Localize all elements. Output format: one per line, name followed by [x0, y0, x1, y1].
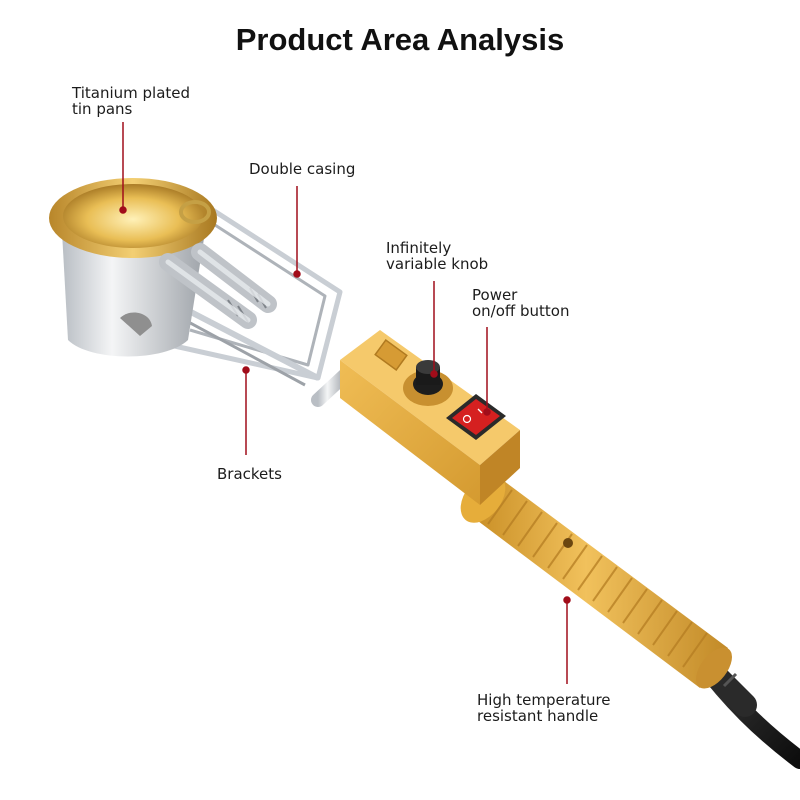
label-handle-line-2: resistant handle	[477, 707, 599, 725]
leader-knob	[430, 281, 438, 378]
label-tin-pans-line-1: Titanium plated	[72, 84, 191, 102]
label-power-button-line-2: on/off button	[472, 302, 570, 320]
label-knob-line-1: Infinitely	[386, 239, 452, 257]
label-knob-line-2: variable knob	[386, 255, 489, 273]
leader-tin-pans	[119, 122, 127, 214]
label-handle: High temperature resistant handle	[477, 692, 611, 724]
page-title: Product Area Analysis	[235, 22, 565, 57]
label-knob: Infinitely variable knob	[386, 240, 488, 272]
label-handle-line-1: High temperature	[477, 691, 611, 709]
leader-lines	[119, 122, 571, 684]
leader-double-casing	[293, 186, 301, 278]
label-double-casing-line-1: Double casing	[249, 160, 356, 178]
label-power-button: Power on/off button	[472, 287, 570, 319]
label-tin-pans: Titanium plated tin pans	[72, 85, 190, 117]
heating-coils	[159, 243, 277, 329]
label-brackets-line-1: Brackets	[217, 465, 282, 483]
label-double-casing: Double casing	[249, 161, 355, 177]
label-tin-pans-line-2: tin pans	[72, 100, 133, 118]
handle	[460, 473, 732, 689]
label-power-button-line-1: Power	[472, 286, 518, 304]
leader-power-button	[483, 327, 491, 416]
leader-brackets	[242, 366, 250, 455]
leader-handle	[563, 596, 571, 684]
label-brackets: Brackets	[217, 466, 282, 482]
power-switch	[446, 394, 506, 440]
